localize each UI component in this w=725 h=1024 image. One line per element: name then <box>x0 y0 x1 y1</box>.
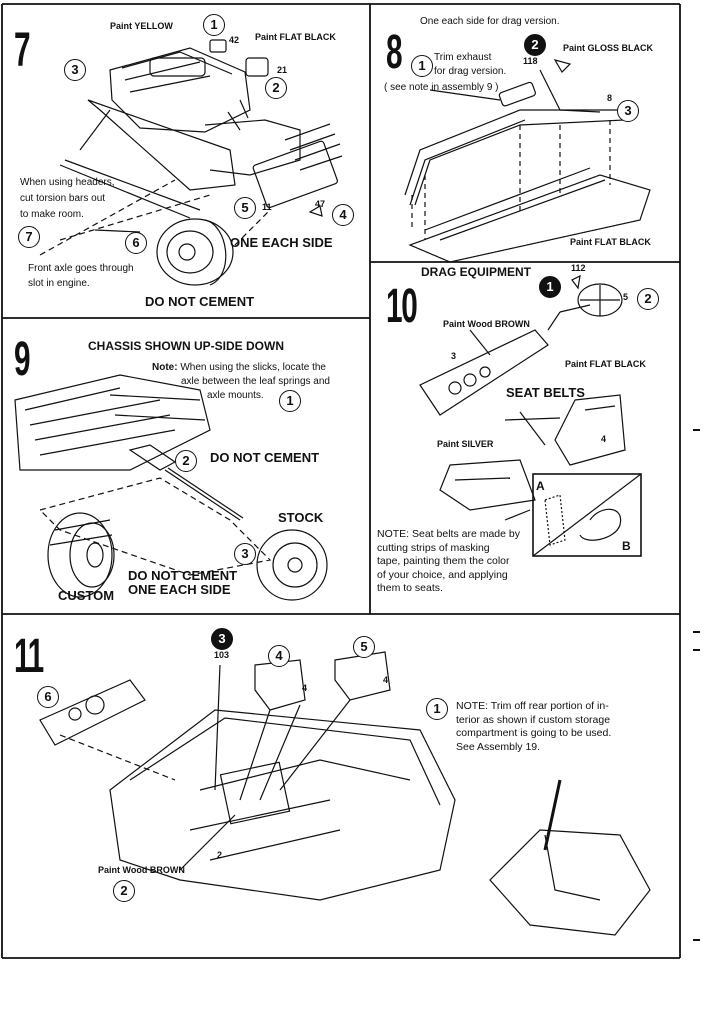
step8-paint-flat-black: Paint FLAT BLACK <box>570 237 651 247</box>
step9-custom: CUSTOM <box>58 588 115 603</box>
step10-part-112: 112 <box>571 263 586 273</box>
step11-part-4b: 4 <box>383 675 389 685</box>
step9-note-label: Note: <box>152 362 178 373</box>
step7-part-42: 42 <box>229 35 240 45</box>
step10-part-3: 3 <box>451 351 457 361</box>
step7-part-11: 11 <box>262 202 272 212</box>
step10-drawing <box>419 274 642 557</box>
step7-do-not-cement: DO NOT CEMENT <box>145 294 255 309</box>
step7-drawing <box>39 39 343 286</box>
step10-title: DRAG EQUIPMENT <box>421 265 532 279</box>
step10-note: NOTE: Seat belts are made by cutting str… <box>377 528 520 596</box>
step7-callout-3: 3 <box>64 59 86 81</box>
headers-note-line-1: When using headers, <box>20 177 115 188</box>
trim-exhaust-line-2: for drag version. <box>434 66 507 77</box>
step10-part-4: 4 <box>601 434 607 444</box>
step11-note-line-1: NOTE: Trim off rear portion of in- <box>456 700 609 712</box>
step8-paint-gloss-black: Paint GLOSS BLACK <box>563 43 654 53</box>
step8-number: 8 <box>386 26 403 79</box>
step10-callout-2: 2 <box>637 288 659 310</box>
headers-note-line-2: cut torsion bars out <box>20 193 106 204</box>
step7-one-each-side: ONE EACH SIDE <box>230 235 333 250</box>
step9-note-line-3: axle mounts. <box>207 390 264 401</box>
step11-callout-6: 6 <box>37 686 59 708</box>
step9-drawing <box>14 374 328 601</box>
step10-paint-wood-brown: Paint Wood BROWN <box>443 319 530 329</box>
step11-note-line-3: compartment is going to be used. <box>456 727 612 739</box>
step9-stock: STOCK <box>278 510 324 525</box>
step7-paint-flat-black: Paint FLAT BLACK <box>255 32 336 42</box>
step10-number: 10 <box>386 280 418 333</box>
step8-callout-2: 2 <box>524 34 546 56</box>
step10-label-b: B <box>622 539 631 553</box>
step10-note-line-4: of your choice, and applying <box>377 568 508 581</box>
step10-paint-silver: Paint SILVER <box>437 439 494 449</box>
step8-part-8: 8 <box>607 93 613 103</box>
step9-note: Note: When using the slicks, locate the … <box>152 361 330 403</box>
step9-note-line-1: When using the slicks, locate the <box>180 362 326 373</box>
step7-paint-yellow: Paint YELLOW <box>110 21 173 31</box>
step7-part-47: 47 <box>315 199 326 209</box>
step10-label-a: A <box>536 479 545 493</box>
step9-do-not-cement-2: DO NOT CEMENT <box>128 568 238 583</box>
step9-callout-2: 2 <box>175 450 197 472</box>
step7-callout-6: 6 <box>125 232 147 254</box>
step10-note-line-2: cutting strips of masking <box>377 541 490 554</box>
headers-note-line-3: to make room. <box>20 209 84 220</box>
step10-note-line-3: tape, painting them the color <box>377 555 510 567</box>
panel-frames <box>1 3 681 959</box>
step9-callout-3: 3 <box>234 543 256 565</box>
step11-callout-5: 5 <box>353 636 375 658</box>
step11-callout-3: 3 <box>211 628 233 650</box>
step11-note: NOTE: Trim off rear portion of in- terio… <box>456 700 611 754</box>
step9-title: CHASSIS SHOWN UP-SIDE DOWN <box>88 339 285 353</box>
step10-part-5: 5 <box>623 292 629 302</box>
step7-callout-2: 2 <box>265 77 287 99</box>
step10-note-line-1: NOTE: Seat belts are made by <box>377 528 520 540</box>
step11-note-line-2: terior as shown if custom storage <box>456 713 611 726</box>
axle-note-line-2: slot in engine. <box>28 278 90 289</box>
step8-callout-3: 3 <box>617 100 639 122</box>
step7-axle-note: Front axle goes through slot in engine. <box>28 261 134 291</box>
step10-seat-belts: SEAT BELTS <box>506 385 585 400</box>
step10-note-line-5: them to seats. <box>377 582 443 594</box>
step11-callout-2: 2 <box>113 880 135 902</box>
step7-headers-note: When using headers, cut torsion bars out… <box>20 175 115 223</box>
step7-callout-5: 5 <box>234 197 256 219</box>
step9-note-line-2: axle between the leaf springs and <box>181 376 330 387</box>
step10-callout-1: 1 <box>539 276 561 298</box>
step7-part-21: 21 <box>277 65 288 75</box>
step11-note-line-4: See Assembly 19. <box>456 740 541 753</box>
step7-callout-1: 1 <box>203 14 225 36</box>
step8-see-note: ( see note in assembly 9 ) <box>384 82 499 93</box>
step11-drawing <box>39 651 651 936</box>
step9-callout-1: 1 <box>279 390 301 412</box>
axle-note-line-1: Front axle goes through <box>28 263 134 274</box>
step8-callout-1: 1 <box>411 55 433 77</box>
step11-part-103: 103 <box>214 650 230 660</box>
step10-paint-flat-black: Paint FLAT BLACK <box>565 359 646 369</box>
step8-drawing <box>404 59 651 263</box>
step9-one-each-side: ONE EACH SIDE <box>128 582 231 597</box>
step11-callout-4: 4 <box>268 645 290 667</box>
step11-part-2: 2 <box>217 850 223 860</box>
step11-number: 11 <box>14 630 44 683</box>
step9-number: 9 <box>14 333 31 386</box>
step11-paint-wood-brown: Paint Wood BROWN <box>98 865 185 875</box>
step8-trim-exhaust: Trim exhaust for drag version. <box>434 51 506 79</box>
step9-do-not-cement: DO NOT CEMENT <box>210 450 320 465</box>
step8-part-118: 118 <box>523 56 538 66</box>
trim-exhaust-line-1: Trim exhaust <box>434 52 492 63</box>
step11-callout-1: 1 <box>426 698 448 720</box>
step8-one-each-side: One each side for drag version. <box>420 16 560 27</box>
step11-part-4a: 4 <box>302 683 308 693</box>
step7-callout-4: 4 <box>332 204 354 226</box>
step7-callout-7: 7 <box>18 226 40 248</box>
step7-number: 7 <box>14 24 31 77</box>
